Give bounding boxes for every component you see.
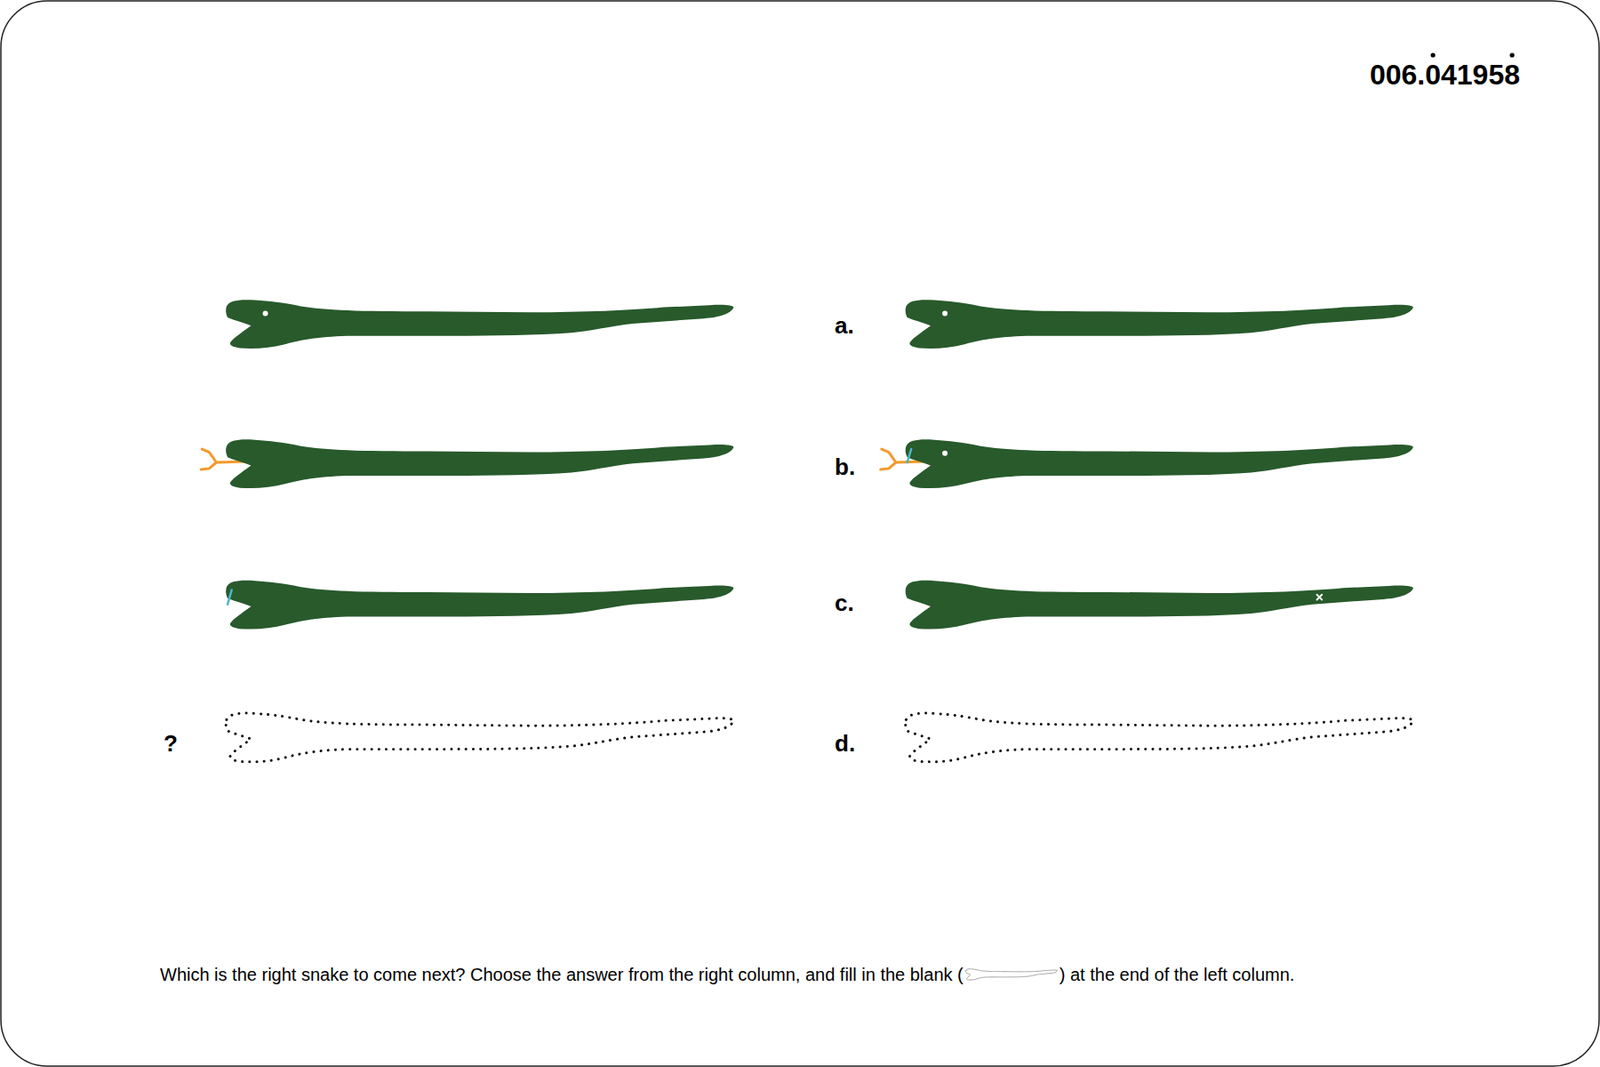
snake-body bbox=[225, 580, 734, 630]
blank-snake bbox=[225, 712, 734, 762]
snake-eye bbox=[263, 310, 269, 316]
snake-2 bbox=[200, 439, 734, 488]
option-letter: b. bbox=[834, 455, 856, 479]
dotted-outline bbox=[225, 712, 734, 762]
snake-body bbox=[225, 299, 734, 349]
cross-mark bbox=[1316, 594, 1322, 600]
instruction-text: Which is the right snake to come next? C… bbox=[160, 965, 964, 984]
title-number: 006.041958 bbox=[1369, 60, 1520, 89]
repeat-dot bbox=[1431, 52, 1436, 57]
snake-body bbox=[905, 580, 1414, 630]
option-letter: d. bbox=[834, 731, 856, 755]
instruction-text: ) at the end of the left column. bbox=[1059, 965, 1296, 984]
snake-body bbox=[905, 439, 1414, 488]
snake-eye bbox=[942, 310, 948, 316]
blank-icon bbox=[965, 968, 1058, 981]
snake-eye bbox=[942, 450, 948, 456]
dotted-outline bbox=[965, 968, 1057, 980]
snake-body bbox=[225, 439, 734, 488]
repeating-dots bbox=[1431, 52, 1515, 57]
snake-fang bbox=[227, 590, 232, 605]
question-mark: ? bbox=[163, 731, 178, 755]
option-c-snake bbox=[905, 580, 1414, 630]
option-b-snake bbox=[880, 439, 1414, 488]
option-letter: c. bbox=[834, 591, 855, 615]
snake-fang bbox=[907, 448, 912, 463]
instruction-line: Which is the right snake to come next? C… bbox=[160, 965, 1295, 984]
option-d-snake bbox=[905, 712, 1414, 762]
dotted-outline bbox=[905, 712, 1414, 762]
snake-1 bbox=[225, 299, 734, 349]
option-a-snake bbox=[905, 299, 1414, 349]
option-letter: a. bbox=[834, 313, 855, 337]
snake-body bbox=[905, 299, 1414, 349]
repeat-dot bbox=[1510, 52, 1515, 57]
snake-3 bbox=[225, 580, 734, 630]
